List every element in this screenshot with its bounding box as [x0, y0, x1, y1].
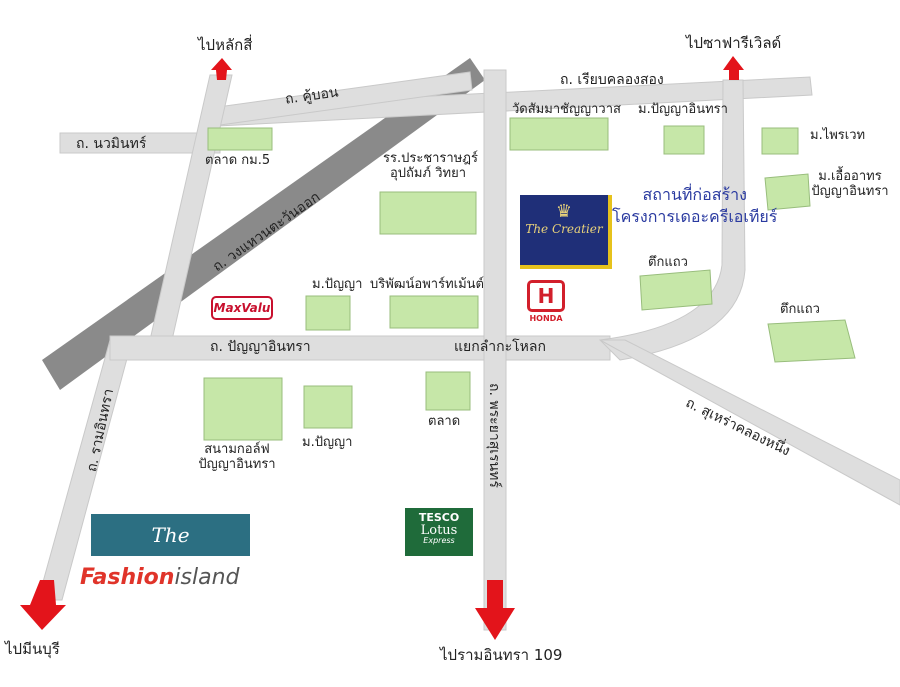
direction-arrows [20, 56, 744, 640]
tesco-lotus-logo: TESCO Lotus Express [405, 508, 473, 556]
direction-to-min-buri: ไปมีนบุรี [5, 640, 60, 658]
block-m-panya-indra-top [663, 125, 705, 155]
fashion-island-text-1: Fashion [80, 565, 175, 590]
landmark-tuek-thaeo-2: ตึกแถว [780, 302, 820, 317]
landmark-m-panya-left: ม.ปัญญา [312, 277, 363, 292]
ring-road-shape [42, 58, 485, 390]
block-wat-sammachanyawat [509, 117, 609, 151]
block-tuek-thaeo-1 [639, 269, 713, 311]
landmark-borriphan: บริพัฒน์อพาร์ทเม้นต์ [370, 277, 485, 292]
promenade-logo: The Promenade [91, 514, 250, 589]
landmark-wat-sammachanyawat: วัดสัมมาชัญญาวาส [512, 102, 621, 117]
panya-indra-road-shape [109, 335, 611, 361]
tesco-text: TESCO [418, 511, 460, 524]
block-borriphan [389, 295, 479, 329]
fashion-island-logo: Fashionisland [80, 562, 250, 594]
project-label-line1: สถานที่ก่อสร้าง [642, 185, 747, 204]
landmark-m-panya-lower: ม.ปัญญา [302, 435, 353, 450]
road-label-riab-khlong-song: ถ. เรียบคลองสอง [560, 72, 664, 88]
road-label-panya-indra: ถ. ปัญญาอินทรา [210, 339, 311, 355]
suhao-road-shape [599, 339, 900, 506]
creatier-logo-text: The Creatier [525, 222, 603, 236]
landmark-talat: ตลาด [428, 414, 461, 429]
block-tuek-thaeo-2 [767, 319, 856, 363]
project-label: สถานที่ก่อสร้าง โครงการเดอะครีเอเทียร์ [612, 184, 777, 227]
landmark-m-phrai-wek: ม.ไพรเวท [810, 128, 866, 143]
arrow-up-safari [723, 56, 744, 80]
block-prachasan-school [379, 191, 477, 235]
block-m-phrai-wek [761, 127, 799, 155]
block-m-panya-left [305, 295, 351, 331]
direction-to-ram-indra-109: ไปรามอินทรา 109 [440, 646, 563, 664]
arrow-up-lak-si [211, 58, 232, 80]
express-text: Express [423, 536, 455, 546]
landmark-m-uea-athon: ม.เอื้ออาทร ปัญญาอินทรา [811, 169, 889, 199]
lotus-text: Lotus [420, 522, 458, 538]
landmark-tuek-thaeo-1: ตึกแถว [648, 255, 688, 270]
direction-to-safari-world: ไปซาฟารีเวิลด์ [686, 34, 782, 52]
maxvalu-logo: MaxValu [211, 296, 273, 320]
road-label-nawamin: ถ. นวมินทร์ [76, 136, 147, 152]
road-network [37, 58, 900, 631]
creatier-logo: ♛ The Creatier [520, 195, 612, 269]
block-m-uea-athon [764, 173, 811, 211]
landmark-talat-km5: ตลาด กม.5 [205, 153, 271, 168]
honda-logo: H HONDA [520, 280, 572, 324]
block-talat-km5 [207, 127, 273, 151]
land-blocks [203, 117, 856, 441]
direction-to-lak-si: ไปหลักสี่ [198, 36, 253, 54]
honda-h-icon: H [527, 280, 565, 312]
arrow-down-min-buri [20, 580, 66, 630]
road-label-phraya-suren: ถ. พระยาสุเรนทร์ [486, 383, 502, 488]
block-m-panya-lower [303, 385, 353, 429]
landmark-m-panya-indra-top: ม.ปัญญาอินทรา [638, 102, 728, 117]
landmark-intersection: แยกลำกะโหลก [454, 339, 546, 355]
project-label-line2: โครงการเดอะครีเอเทียร์ [612, 206, 778, 226]
block-talat [425, 371, 471, 411]
honda-logo-text: HONDA [529, 314, 563, 323]
fashion-island-text-2: island [174, 565, 240, 590]
crown-icon: ♛ [555, 201, 573, 222]
arrow-down-ram-indra-109 [475, 580, 515, 640]
landmark-golf-course: สนามกอล์ฟ ปัญญาอินทรา [198, 442, 276, 472]
landmark-prachasan-school: รร.ประชาราษฎร์ อุปถัมภ์ วิทยา [383, 151, 478, 181]
block-golf-course [203, 377, 283, 441]
